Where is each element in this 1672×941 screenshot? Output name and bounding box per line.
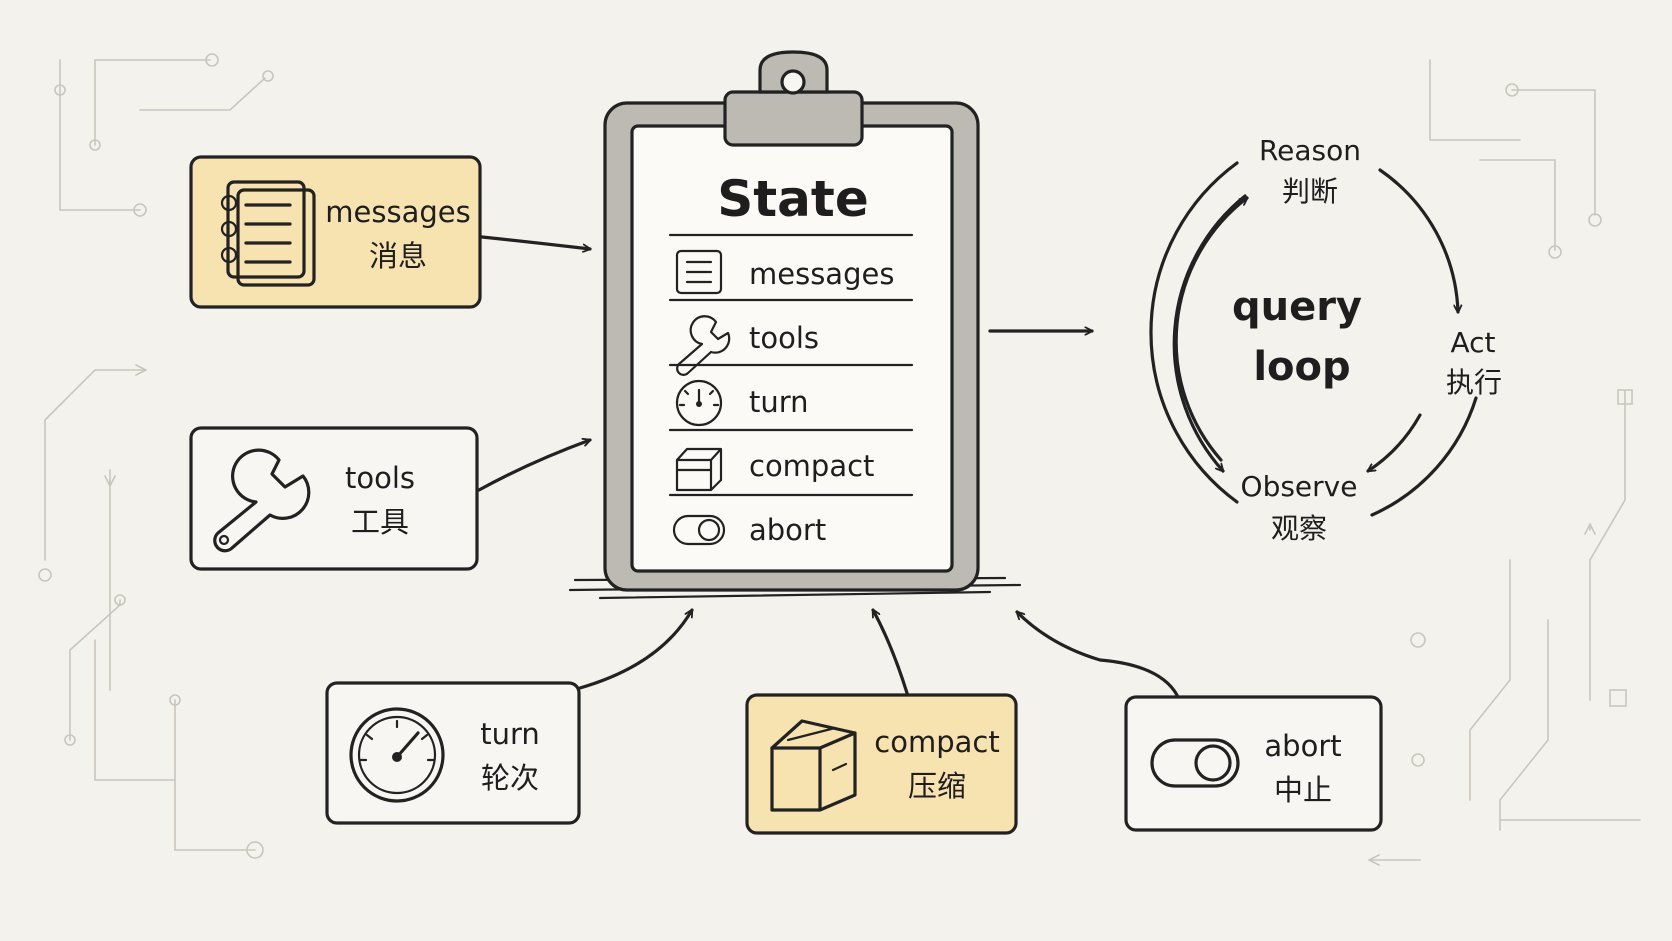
input-compact-zh: 压缩 [908, 769, 966, 803]
loop-reason-zh: 判断 [1282, 175, 1338, 208]
state-row-label: messages [749, 257, 894, 291]
input-tools-en: tools [345, 461, 415, 495]
arrow-turn-to-state [578, 608, 694, 690]
input-abort-card: abort 中止 [1124, 695, 1383, 832]
input-arrows [477, 235, 1179, 697]
input-tools-card: tools 工具 [189, 426, 479, 571]
input-compact-en: compact [874, 725, 999, 759]
input-turn-card: turn 轮次 [325, 681, 581, 825]
arrow-tools-to-state [477, 440, 590, 492]
input-turn-en: turn [480, 717, 540, 751]
state-row-messages: messages [675, 249, 894, 295]
arrow-compact-to-state [871, 608, 909, 695]
state-row-label: compact [749, 449, 874, 483]
input-compact-card: compact 压缩 [745, 693, 1018, 835]
state-row-label: abort [749, 513, 826, 547]
loop-act-en: Act [1450, 326, 1495, 359]
state-row-abort: abort [672, 513, 826, 547]
state-row-label: turn [749, 385, 809, 419]
input-abort-zh: 中止 [1274, 773, 1332, 807]
circuit-decoration [38, 53, 1641, 860]
loop-title-line2: loop [1253, 344, 1350, 390]
gauge-icon [675, 379, 723, 427]
notebook-icon [675, 249, 723, 295]
state-row-turn: turn [675, 379, 809, 427]
input-messages-card: messages 消息 [189, 155, 482, 309]
loop-title-line1: query [1232, 284, 1362, 330]
query-loop: query loop Reason 判断 Act 执行 Observe 观察 [1149, 134, 1502, 545]
input-messages-en: messages [325, 195, 470, 229]
input-abort-en: abort [1264, 729, 1341, 763]
wrench-icon [213, 448, 311, 553]
toggle-icon [672, 514, 726, 546]
arrow-abort-to-state [1015, 610, 1179, 697]
input-messages-zh: 消息 [369, 239, 427, 273]
arrow-messages-to-state [480, 235, 590, 249]
input-turn-zh: 轮次 [481, 761, 539, 795]
gauge-icon [349, 707, 445, 803]
input-tools-zh: 工具 [351, 505, 409, 539]
wrench-icon [676, 315, 731, 376]
loop-observe-zh: 观察 [1271, 512, 1327, 545]
box-icon [770, 719, 857, 812]
loop-act-zh: 执行 [1446, 366, 1502, 399]
state-title: State [717, 170, 868, 228]
state-row-tools: tools [676, 315, 819, 376]
loop-reason-en: Reason [1259, 134, 1361, 167]
loop-observe-en: Observe [1241, 470, 1358, 503]
state-clipboard: State messages tools [568, 50, 1022, 600]
box-icon [675, 447, 723, 492]
notebook-icon [220, 180, 316, 287]
toggle-icon [1150, 738, 1240, 788]
state-row-compact: compact [675, 447, 874, 492]
state-row-label: tools [749, 321, 819, 355]
